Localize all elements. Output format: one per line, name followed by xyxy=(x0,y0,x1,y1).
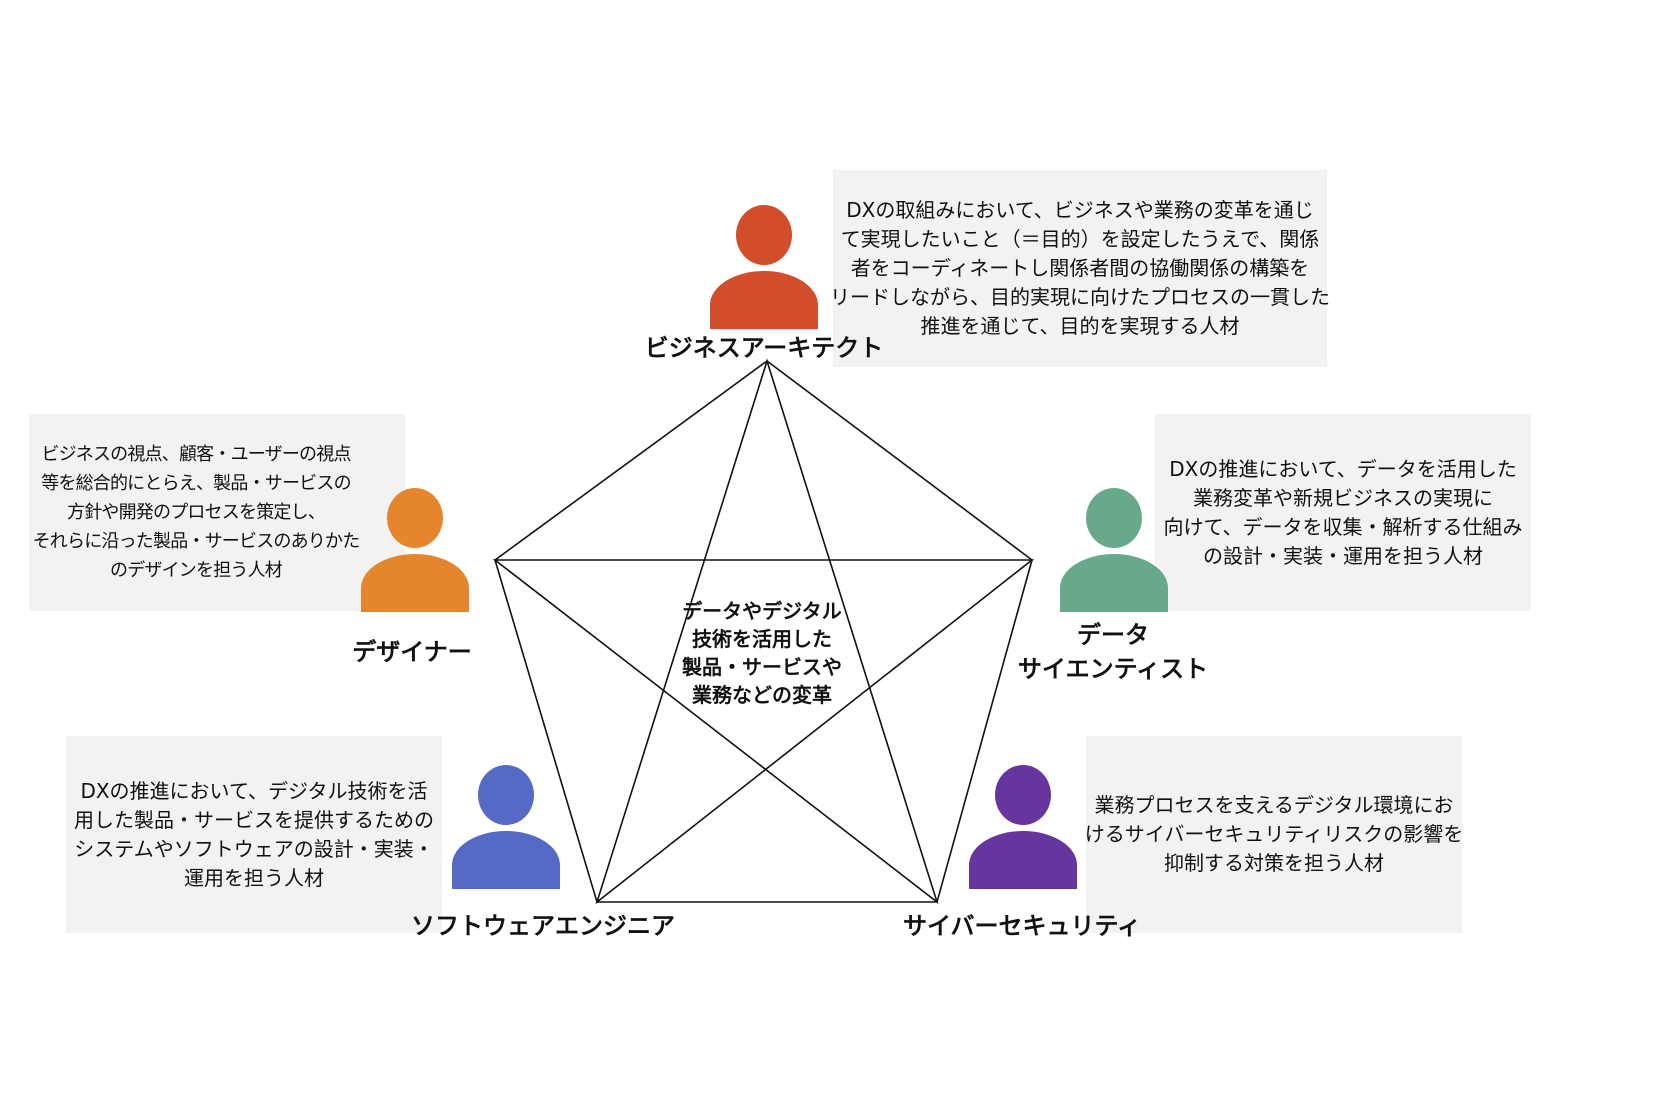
description-line: リードしながら、目的実現に向けたプロセスの一貫した xyxy=(830,285,1330,309)
cyber-security-description: 業務プロセスを支えるデジタル環境にお けるサイバーセキュリティリスクの影響を 抑… xyxy=(1084,736,1464,933)
description-line: 抑制する対策を担う人材 xyxy=(1164,851,1384,875)
center-line: 製品・サービスや xyxy=(682,655,842,679)
description-line: DXの推進において、データを活用した xyxy=(1169,456,1517,481)
designer-description: ビジネスの視点、顧客・ユーザーの視点 等を総合的にとらえ、製品・サービスの 方針… xyxy=(29,414,405,611)
center-line: 業務などの変革 xyxy=(692,683,832,707)
data-scientist-description: DXの推進において、データを活用した 業務変革や新規ビジネスの実現に 向けて、デ… xyxy=(1155,414,1531,611)
description-line: システムやソフトウェアの設計・実装・ xyxy=(74,836,434,861)
star-lines xyxy=(492,358,1035,905)
center-line: 技術を活用した xyxy=(692,627,832,651)
description-line: 者をコーディネートし関係者間の協働関係の構築を xyxy=(850,256,1310,280)
description-line: DXの推進において、デジタル技術を活 xyxy=(80,778,428,803)
description-line: 向けて、データを収集・解析する仕組み xyxy=(1163,514,1523,539)
center-text: データやデジタル 技術を活用した 製品・サービスや 業務などの変革 xyxy=(682,597,842,709)
description-line: 運用を担う人材 xyxy=(184,865,324,890)
description-line: 推進を通じて、目的を実現する人材 xyxy=(920,314,1240,338)
description-line: ビジネスの視点、顧客・ユーザーの視点 xyxy=(41,444,351,465)
software-engineer-label: ソフトウェアエンジニア xyxy=(411,909,675,943)
business-architect-person-icon xyxy=(710,205,818,329)
description-line: 用した製品・サービスを提供するための xyxy=(74,807,434,832)
label-line: サイエンティスト xyxy=(1017,655,1209,683)
description-line: けるサイバーセキュリティリスクの影響を xyxy=(1084,822,1464,846)
pentagon-outline xyxy=(494,360,1033,903)
center-line: データやデジタル xyxy=(682,599,842,623)
description-line: DXの取組みにおいて、ビジネスや業務の変革を通じ xyxy=(846,198,1314,222)
label-line: ビジネスアーキテクト xyxy=(644,334,884,362)
description-line: 業務変革や新規ビジネスの実現に xyxy=(1193,485,1493,510)
description-line: 方針や開発のプロセスを策定し、 xyxy=(67,502,326,523)
cyber-security-label: サイバーセキュリティ xyxy=(903,909,1141,943)
cyber-security-person-icon xyxy=(969,765,1077,889)
description-line: の設計・実装・運用を担う人材 xyxy=(1203,543,1483,568)
designer-person-icon xyxy=(361,488,469,612)
designer-label: デザイナー xyxy=(352,635,472,669)
software-engineer-description: DXの推進において、デジタル技術を活 用した製品・サービスを提供するための シス… xyxy=(66,736,442,933)
data-scientist-label: データ サイエンティスト xyxy=(1018,618,1208,686)
description-line: て実現したいこと（＝目的）を設定したうえで、関係 xyxy=(840,227,1320,251)
business-architect-description: DXの取組みにおいて、ビジネスや業務の変革を通じ て実現したいこと（＝目的）を設… xyxy=(830,170,1330,367)
business-architect-label: ビジネスアーキテクト xyxy=(645,331,884,365)
data-scientist-person-icon xyxy=(1060,488,1168,612)
description-line: 業務プロセスを支えるデジタル環境にお xyxy=(1094,793,1454,817)
label-line: サイバーセキュリティ xyxy=(902,912,1142,940)
software-engineer-person-icon xyxy=(452,765,560,889)
label-line: ソフトウェアエンジニア xyxy=(411,912,675,940)
label-line: デザイナー xyxy=(352,638,472,666)
description-line: 等を総合的にとらえ、製品・サービスの xyxy=(41,473,351,494)
description-line: それらに沿った製品・サービスのありかた xyxy=(32,531,361,552)
label-line: データ xyxy=(1076,621,1149,649)
description-line: のデザインを担う人材 xyxy=(110,560,283,581)
